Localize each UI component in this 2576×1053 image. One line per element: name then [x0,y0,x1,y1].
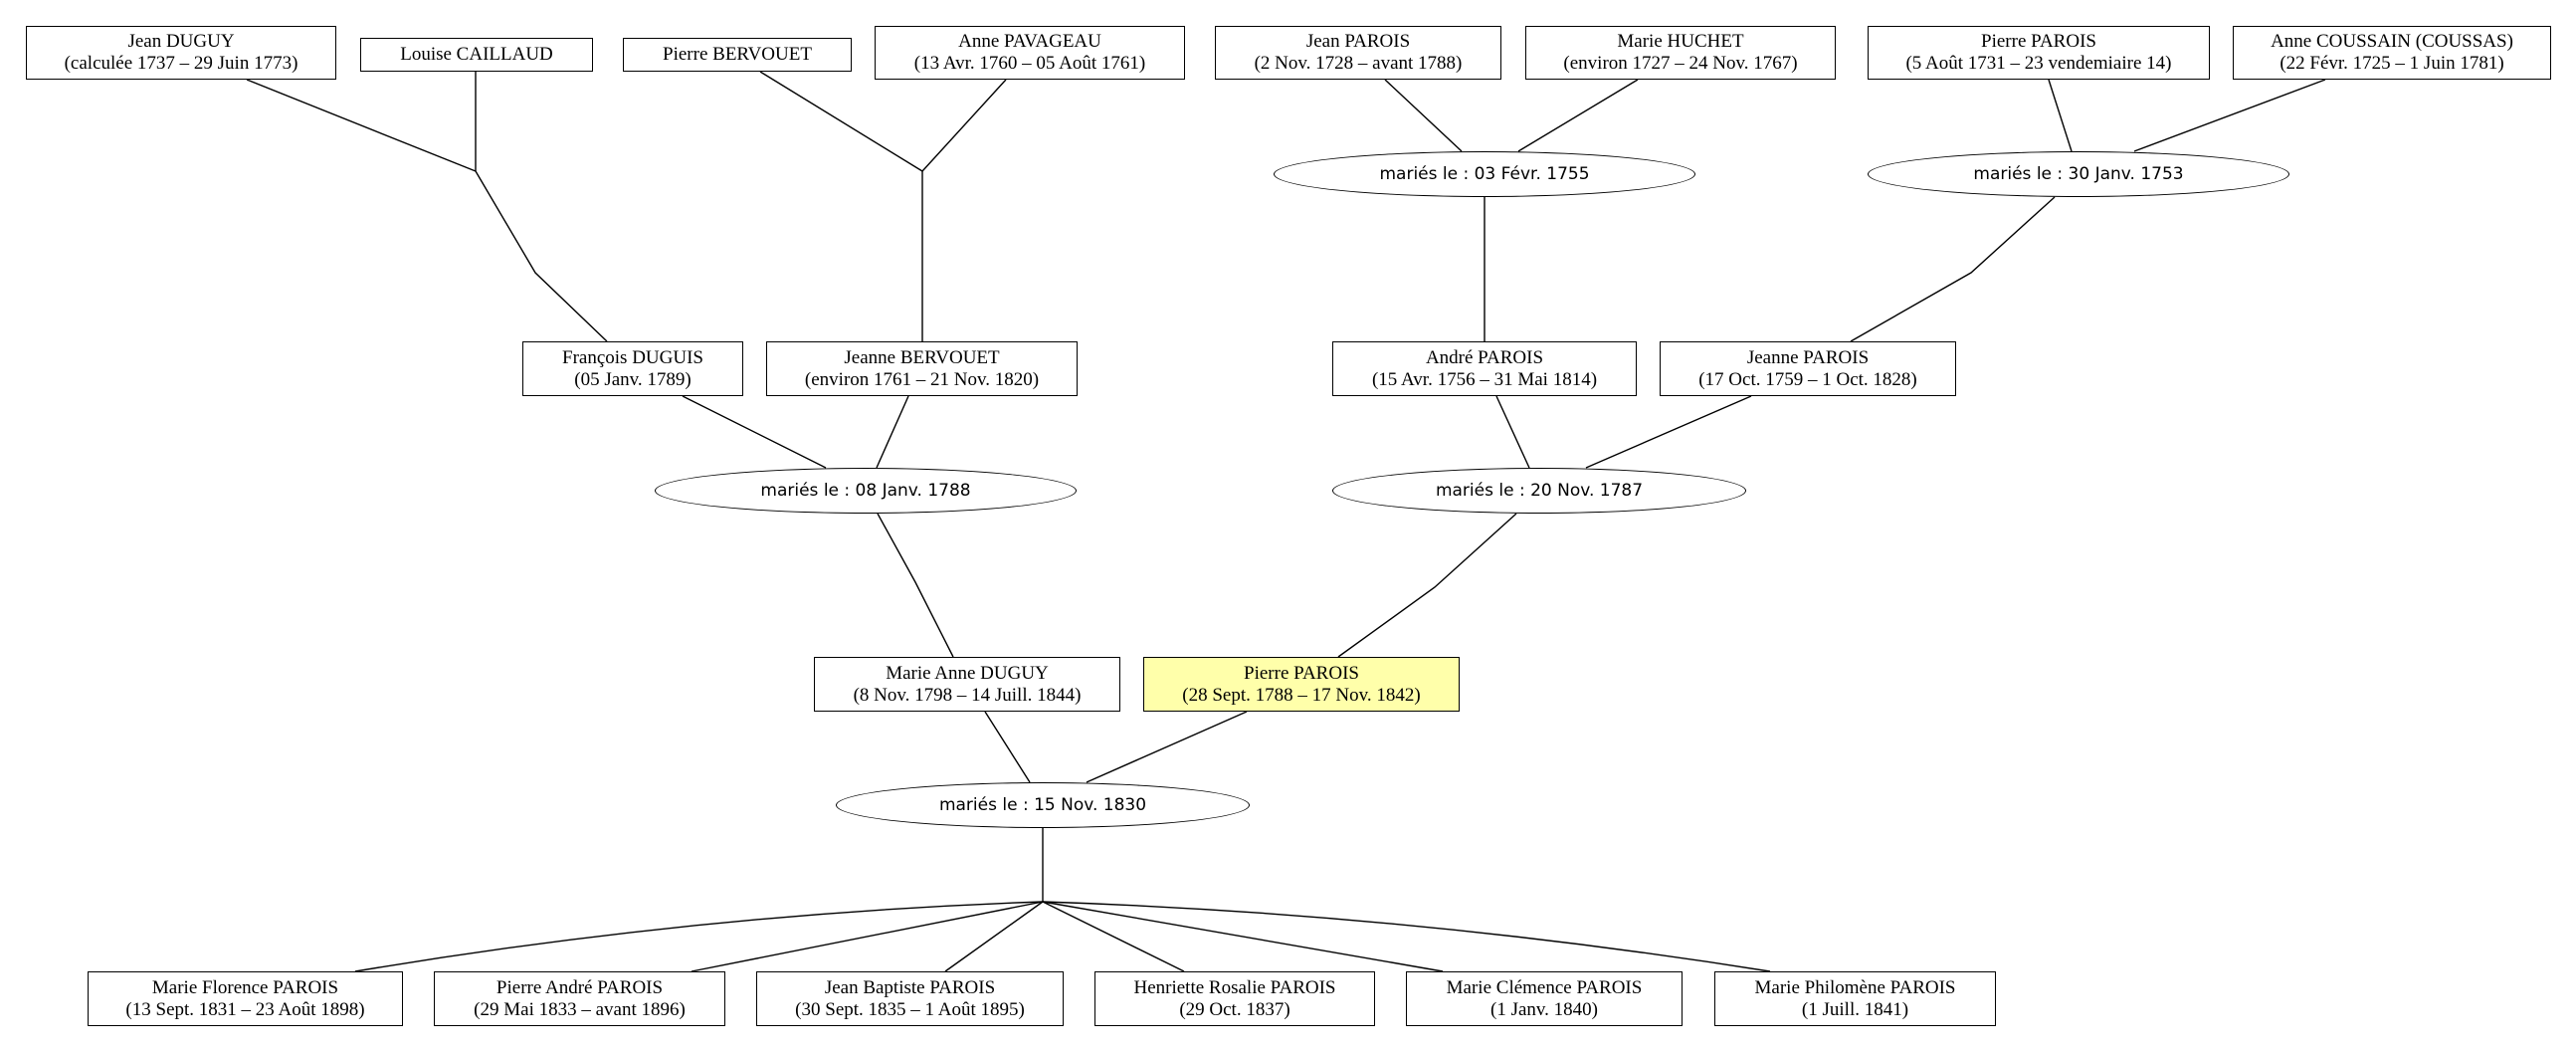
person-dates: (5 Août 1731 – 23 vendemiaire 14) [1905,53,2172,74]
person-name: Jean DUGUY [127,31,235,52]
person-dates: (environ 1761 – 21 Nov. 1820) [804,368,1040,390]
person-jeanne-bervouet[interactable]: Jeanne BERVOUET (environ 1761 – 21 Nov. … [766,341,1078,396]
edge-duguy-caillaud-to-francois [475,170,608,342]
person-jean-baptiste[interactable]: Jean Baptiste PAROIS (30 Sept. 1835 – 1 … [756,971,1064,1026]
person-name: Marie Clémence PAROIS [1446,976,1643,998]
edge-m1787-to-pierre [1337,513,1517,658]
marriage-1830[interactable]: mariés le : 15 Nov. 1830 [836,782,1250,828]
marriage-1788[interactable]: mariés le : 08 Janv. 1788 [655,468,1077,514]
person-name: Jean Baptiste PAROIS [824,976,996,998]
person-name: Pierre PAROIS [1244,662,1359,684]
person-name: Anne COUSSAIN (COUSSAS) [2271,31,2513,52]
edge-m1753-to-jeanne-parois [1850,196,2056,342]
person-dates: (22 Févr. 1725 – 1 Juin 1781) [2279,53,2504,74]
edge-pierre-bervouet [759,71,923,172]
person-name: Pierre PAROIS [1981,31,2096,52]
edge-to-marie-clemence [1042,901,1444,972]
edge-anne-pavageau [921,79,1007,172]
edge-m1788-to-marie-anne [877,513,954,658]
person-dates: (15 Avr. 1756 – 31 Mai 1814) [1371,368,1598,390]
person-dates: (13 Sept. 1831 – 23 Août 1898) [125,998,365,1020]
person-dates: (13 Avr. 1760 – 05 Août 1761) [913,53,1146,74]
person-louise-caillaud[interactable]: Louise CAILLAUD [360,38,593,72]
marriage-label: mariés le : 03 Févr. 1755 [1379,164,1590,184]
edge-jean-parois [1384,79,1463,152]
person-dates: (calculée 1737 – 29 Juin 1773) [64,53,298,74]
person-anne-pavageau[interactable]: Anne PAVAGEAU (13 Avr. 1760 – 05 Août 17… [875,26,1185,80]
person-dates: (30 Sept. 1835 – 1 Août 1895) [795,998,1025,1020]
person-dates: (28 Sept. 1788 – 17 Nov. 1842) [1182,684,1421,706]
marriage-label: mariés le : 15 Nov. 1830 [938,795,1147,815]
person-dates: (2 Nov. 1728 – avant 1788) [1254,53,1463,74]
marriage-label: mariés le : 08 Janv. 1788 [760,481,971,501]
person-name: André PAROIS [1425,346,1544,368]
marriage-label: mariés le : 30 Janv. 1753 [1973,164,2184,184]
person-name: Jeanne PAROIS [1746,346,1870,368]
edge-marie-anne-duguy [984,711,1031,783]
person-jean-duguy[interactable]: Jean DUGUY (calculée 1737 – 29 Juin 1773… [26,26,336,80]
edge-jean-duguy [246,79,477,172]
person-jeanne-parois[interactable]: Jeanne PAROIS (17 Oct. 1759 – 1 Oct. 182… [1660,341,1956,396]
person-name: Pierre André PAROIS [495,976,664,998]
edge-andre-parois [1495,395,1530,469]
marriage-1787[interactable]: mariés le : 20 Nov. 1787 [1332,468,1746,514]
edge-pierre-parois-1788 [1086,711,1248,783]
edge-pierre-parois-1731 [2048,79,2073,152]
person-name: Pierre BERVOUET [663,44,812,65]
edge-to-marie-philomene [1042,901,1771,972]
person-name: Marie HUCHET [1617,31,1744,52]
person-name: Henriette Rosalie PAROIS [1133,976,1336,998]
person-marie-clemence[interactable]: Marie Clémence PAROIS (1 Janv. 1840) [1406,971,1683,1026]
person-dates: (environ 1727 – 24 Nov. 1767) [1563,53,1798,74]
person-marie-anne-duguy[interactable]: Marie Anne DUGUY (8 Nov. 1798 – 14 Juill… [814,657,1120,712]
person-henriette-rosalie[interactable]: Henriette Rosalie PAROIS (29 Oct. 1837) [1094,971,1375,1026]
edge-anne-coussain [2133,79,2326,152]
person-marie-philomene[interactable]: Marie Philomène PAROIS (1 Juill. 1841) [1714,971,1996,1026]
edge-to-henriette-rosalie [1042,901,1185,972]
person-dates: (29 Oct. 1837) [1179,998,1290,1020]
person-name: Jeanne BERVOUET [844,346,1000,368]
person-name: Marie Philomène PAROIS [1754,976,1956,998]
person-andre-parois[interactable]: André PAROIS (15 Avr. 1756 – 31 Mai 1814… [1332,341,1637,396]
person-francois-duguis[interactable]: François DUGUIS (05 Janv. 1789) [522,341,743,396]
edge-francois-duguis [682,395,827,469]
person-marie-huchet[interactable]: Marie HUCHET (environ 1727 – 24 Nov. 176… [1525,26,1836,80]
marriage-label: mariés le : 20 Nov. 1787 [1435,481,1644,501]
person-pierre-andre[interactable]: Pierre André PAROIS (29 Mai 1833 – avant… [434,971,725,1026]
person-pierre-bervouet[interactable]: Pierre BERVOUET [623,38,852,72]
person-name: Marie Florence PAROIS [151,976,339,998]
person-name: Louise CAILLAUD [400,44,553,65]
marriage-1753[interactable]: mariés le : 30 Janv. 1753 [1868,151,2289,197]
marriage-1755[interactable]: mariés le : 03 Févr. 1755 [1274,151,1695,197]
edge-jeanne-bervouet [876,395,909,469]
person-pierre-parois-1788[interactable]: Pierre PAROIS (28 Sept. 1788 – 17 Nov. 1… [1143,657,1460,712]
edge-to-pierre-andre [691,901,1044,972]
person-dates: (8 Nov. 1798 – 14 Juill. 1844) [853,684,1082,706]
person-anne-coussain[interactable]: Anne COUSSAIN (COUSSAS) (22 Févr. 1725 –… [2233,26,2551,80]
edge-to-jean-baptiste [944,901,1044,972]
person-name: Jean PAROIS [1305,31,1411,52]
person-pierre-parois-1731[interactable]: Pierre PAROIS (5 Août 1731 – 23 vendemia… [1868,26,2210,80]
person-dates: (17 Oct. 1759 – 1 Oct. 1828) [1698,368,1917,390]
person-name: Anne PAVAGEAU [958,31,1101,52]
person-jean-parois[interactable]: Jean PAROIS (2 Nov. 1728 – avant 1788) [1215,26,1501,80]
person-dates: (1 Juill. 1841) [1801,998,1909,1020]
edge-to-marie-florence [354,901,1044,972]
person-marie-florence[interactable]: Marie Florence PAROIS (13 Sept. 1831 – 2… [88,971,403,1026]
person-dates: (29 Mai 1833 – avant 1896) [474,998,686,1020]
edge-jeanne-parois [1585,395,1752,469]
person-dates: (1 Janv. 1840) [1490,998,1598,1020]
person-name: François DUGUIS [562,346,703,368]
person-dates: (05 Janv. 1789) [574,368,692,390]
edge-marie-huchet [1517,79,1639,152]
person-name: Marie Anne DUGUY [886,662,1049,684]
